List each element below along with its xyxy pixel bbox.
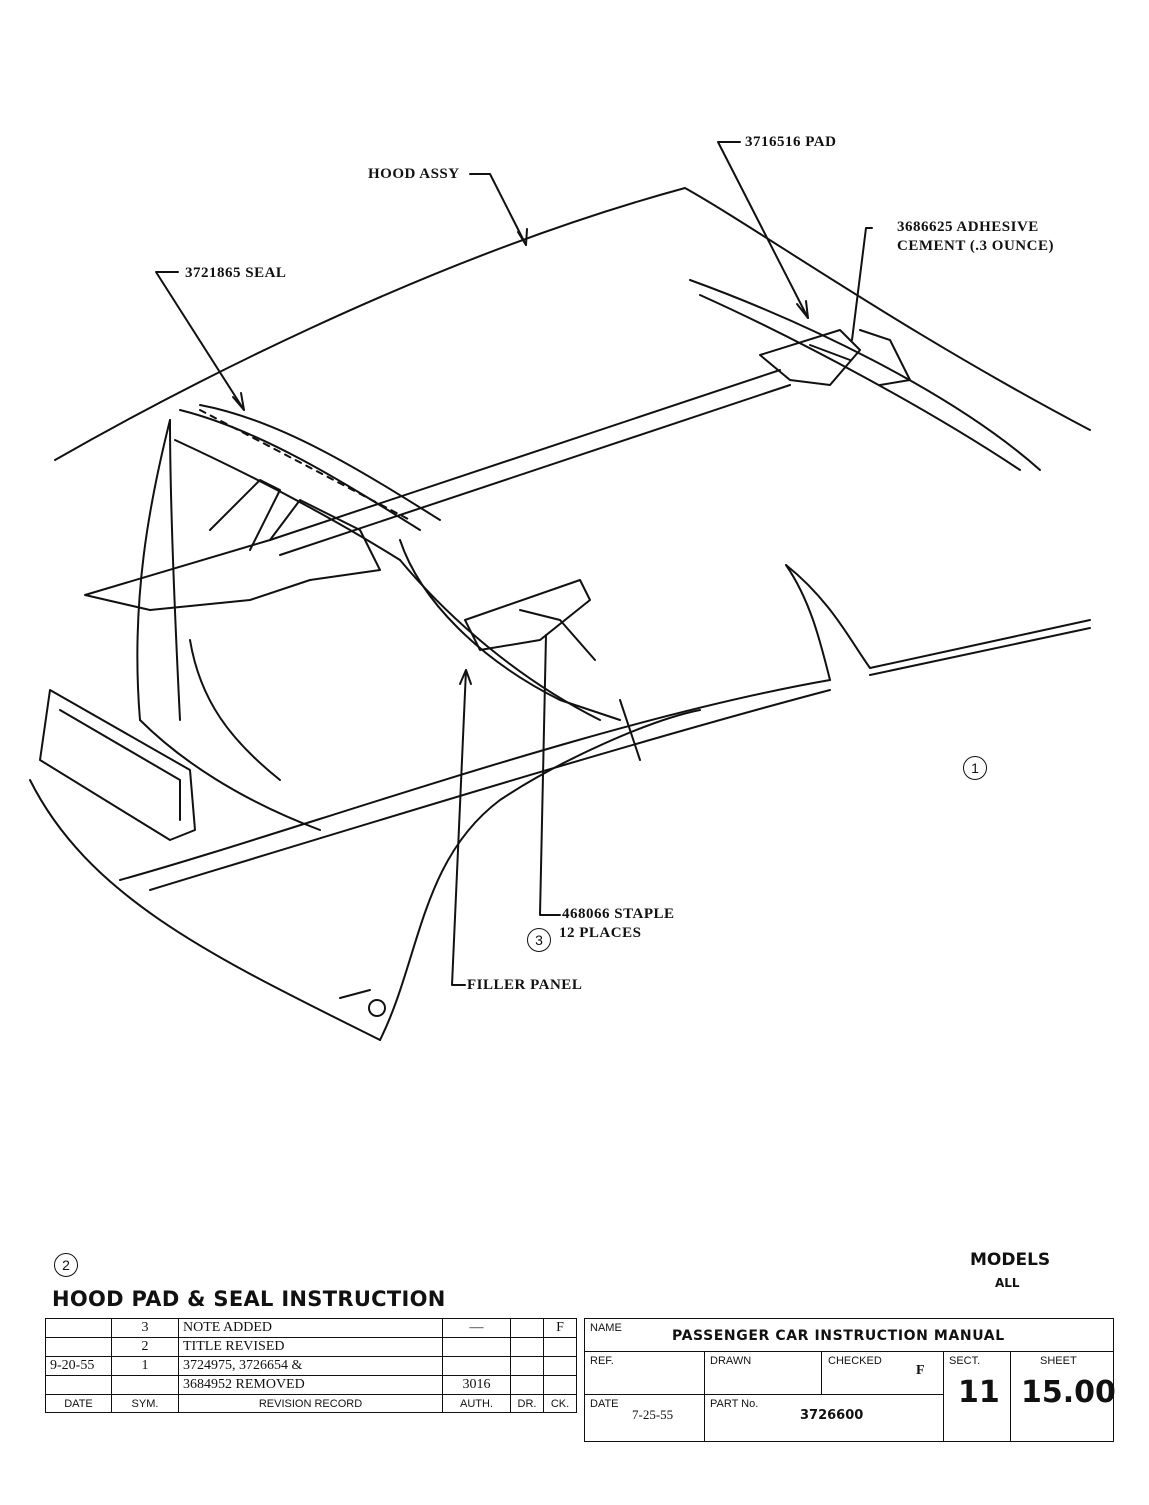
rev-record: 3684952 REMOVED <box>178 1375 443 1395</box>
center-pad <box>464 579 591 651</box>
rev-auth: 3016 <box>442 1375 511 1395</box>
rev-record: TITLE REVISED <box>178 1337 443 1357</box>
reference-marker-2: 2 <box>54 1253 78 1277</box>
staple-label-line2: 12 PLACES <box>559 925 642 941</box>
rev-auth <box>442 1337 511 1357</box>
leader-staple <box>539 634 561 916</box>
sect-label: SECT. <box>949 1355 981 1367</box>
leader-filler <box>451 669 467 986</box>
rev-dr <box>510 1375 544 1395</box>
rev-sym <box>111 1375 179 1395</box>
date-value: 7-25-55 <box>632 1407 674 1422</box>
rev-dr <box>510 1318 544 1338</box>
rev-date <box>45 1318 112 1338</box>
drawn-label: DRAWN <box>710 1355 752 1367</box>
header-record: REVISION RECORD <box>178 1394 443 1413</box>
rev-date <box>45 1375 112 1395</box>
leader-pad <box>717 141 809 319</box>
part-label: PART No. <box>710 1398 759 1410</box>
hood-outline <box>54 187 1091 461</box>
table-row: 3684952 REMOVED 3016 <box>45 1375 577 1395</box>
rev-date <box>45 1337 112 1357</box>
leader-seal <box>155 271 245 411</box>
table-header-row: DATE SYM. REVISION RECORD AUTH. DR. CK. <box>45 1394 577 1413</box>
rev-dr <box>510 1337 544 1357</box>
filler-panel-label: FILLER PANEL <box>467 977 583 993</box>
reference-marker-1: 1 <box>963 756 987 780</box>
models-value: ALL <box>995 1276 1020 1290</box>
rev-record: 3724975, 3726654 & <box>178 1356 443 1376</box>
rev-ck <box>543 1356 577 1376</box>
rev-ck <box>543 1337 577 1357</box>
rev-auth <box>442 1356 511 1376</box>
rev-sym: 1 <box>111 1356 179 1376</box>
table-row: 2 TITLE REVISED <box>45 1337 577 1357</box>
manual-name: PASSENGER CAR INSTRUCTION MANUAL <box>672 1328 1005 1344</box>
rev-sym: 2 <box>111 1337 179 1357</box>
revision-record-table: 3 NOTE ADDED — F 2 TITLE REVISED 9-20-55… <box>45 1318 577 1413</box>
date-label: DATE <box>590 1398 619 1410</box>
header-date: DATE <box>45 1394 112 1413</box>
checked-value: F <box>916 1363 925 1378</box>
page-title: HOOD PAD & SEAL INSTRUCTION <box>52 1287 446 1311</box>
reference-marker-3: 3 <box>527 928 551 952</box>
hood-rear-edge <box>689 279 1041 471</box>
adhesive-label-line1: 3686625 ADHESIVE <box>897 219 1039 235</box>
leader-adhesive <box>851 227 873 341</box>
rev-auth: — <box>442 1318 511 1338</box>
table-row: 9-20-55 1 3724975, 3726654 & <box>45 1356 577 1376</box>
part-number: 3726600 <box>800 1408 864 1423</box>
name-label: NAME <box>590 1322 622 1334</box>
pad-label: 3716516 PAD <box>745 134 837 150</box>
rev-record: NOTE ADDED <box>178 1318 443 1338</box>
header-sym: SYM. <box>111 1394 179 1413</box>
header-ck: CK. <box>543 1394 577 1413</box>
staple-label-line1: 468066 STAPLE <box>562 906 675 922</box>
header-dr: DR. <box>510 1394 544 1413</box>
leader-hood <box>469 173 527 246</box>
sheet-value: 15.00 <box>1021 1375 1116 1410</box>
sect-value: 11 <box>958 1375 1000 1410</box>
ref-label: REF. <box>590 1355 614 1367</box>
right-pad <box>759 329 861 386</box>
rev-ck <box>543 1375 577 1395</box>
rev-sym: 3 <box>111 1318 179 1338</box>
hood-assy-label: HOOD ASSY <box>368 166 460 182</box>
seal-label: 3721865 SEAL <box>185 265 287 281</box>
checked-label: CHECKED <box>828 1355 882 1367</box>
models-label: MODELS <box>970 1250 1051 1270</box>
header-auth: AUTH. <box>442 1394 511 1413</box>
sheet-label: SHEET <box>1040 1355 1077 1367</box>
adhesive-label-line2: CEMENT (.3 OUNCE) <box>897 238 1054 254</box>
table-row: 3 NOTE ADDED — F <box>45 1318 577 1338</box>
hood-assembly-drawing <box>29 141 1091 1041</box>
rev-ck: F <box>543 1318 577 1338</box>
rev-date: 9-20-55 <box>45 1356 112 1376</box>
rev-dr <box>510 1356 544 1376</box>
